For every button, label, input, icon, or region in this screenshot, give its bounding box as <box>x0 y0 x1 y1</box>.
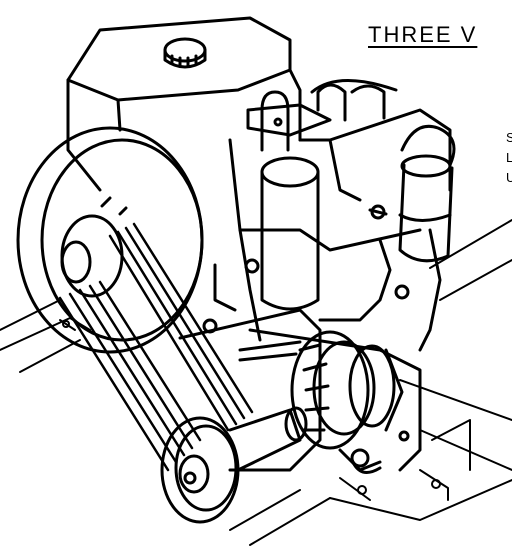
edge-text-column: S L U <box>506 128 512 188</box>
bevel-gearbox <box>178 308 422 474</box>
driven-pulley <box>160 406 308 524</box>
engine-block <box>66 16 452 352</box>
exhaust-muffler <box>246 79 398 311</box>
v-belts <box>58 222 254 472</box>
edge-text-line: L <box>506 150 512 165</box>
flywheel-pulley <box>16 126 204 354</box>
fuel-tank-filler-cap <box>163 37 207 69</box>
air-cleaner <box>398 124 456 263</box>
edge-text-line: S <box>506 130 512 145</box>
edge-text-line: U <box>506 170 512 185</box>
figure-heading: THREE V <box>368 22 478 47</box>
